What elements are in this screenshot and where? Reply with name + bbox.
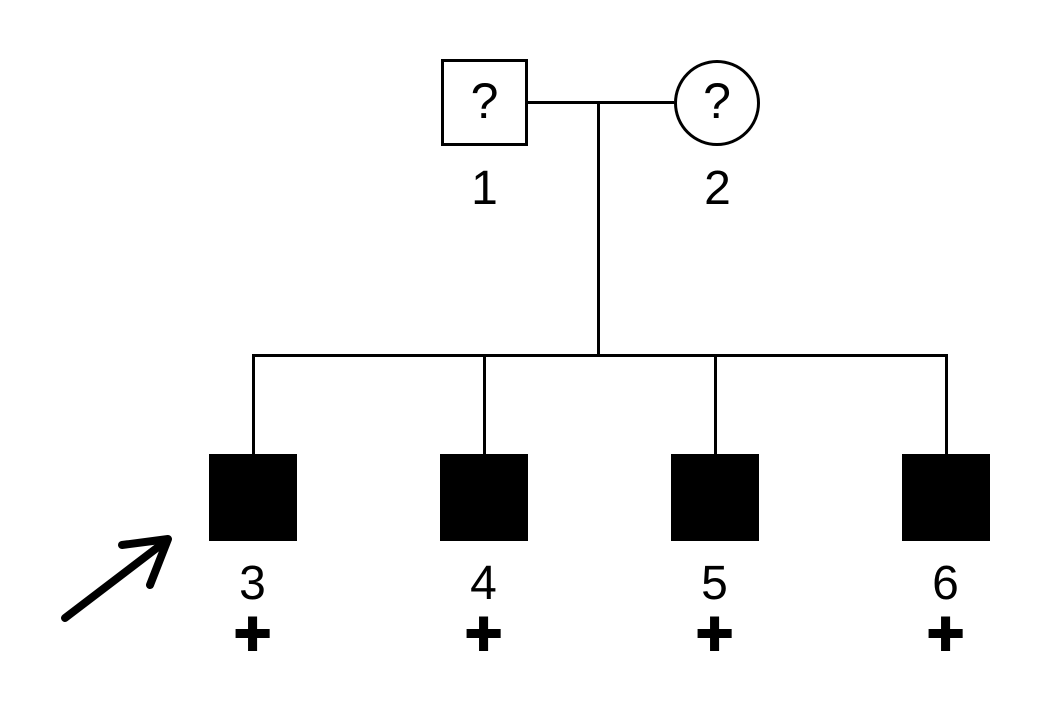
unknown-status-text: ? [470, 72, 499, 129]
individual-1-male-symbol: ? [441, 59, 528, 146]
child-drop-line-3 [252, 356, 255, 455]
individual-4-affected-male-symbol [440, 454, 528, 541]
individual-5-label: 5 [701, 557, 728, 610]
sibship-line [252, 354, 948, 357]
plus-marker-5: + [695, 597, 734, 669]
child-drop-line-4 [483, 356, 486, 455]
individual-5-affected-male-symbol [671, 454, 759, 541]
individual-2-label: 2 [704, 162, 731, 215]
descent-line [597, 102, 600, 356]
plus-marker-6: + [926, 597, 965, 669]
marriage-line [528, 101, 674, 104]
individual-3-affected-male-symbol [209, 454, 297, 541]
child-drop-line-5 [714, 356, 717, 455]
plus-marker-4: + [464, 597, 503, 669]
individual-1-label: 1 [471, 162, 498, 215]
individual-6-affected-male-symbol [902, 454, 990, 541]
individual-6-label: 6 [932, 557, 959, 610]
individual-2-female-symbol: ? [674, 60, 760, 146]
unknown-status-text: ? [703, 73, 731, 129]
individual-3-label: 3 [239, 557, 266, 610]
individual-4-label: 4 [470, 557, 497, 610]
proband-arrow-icon [61, 535, 172, 622]
plus-marker-3: + [233, 597, 272, 669]
child-drop-line-6 [945, 356, 948, 455]
